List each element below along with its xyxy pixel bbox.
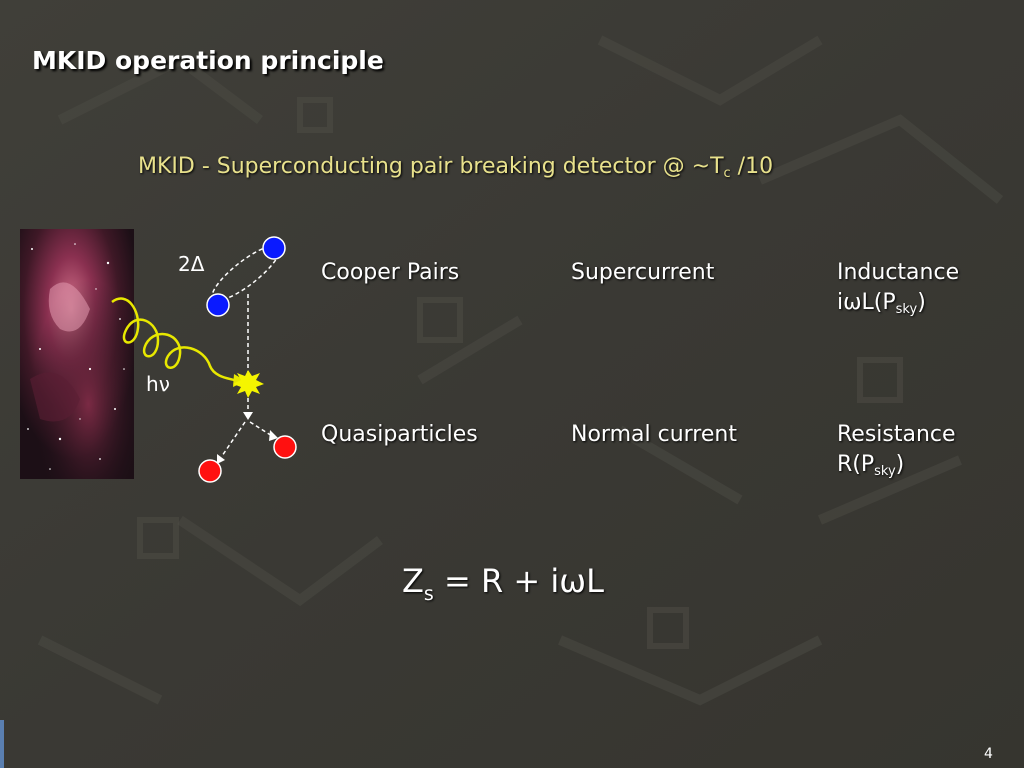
equation-lhs-sub: s	[423, 583, 434, 605]
absorption-burst-icon	[233, 370, 264, 398]
photon-wave	[111, 297, 235, 382]
row2-resistance: Resistance R(Psky)	[837, 420, 956, 487]
inductance-formula-post: )	[917, 290, 926, 315]
page-number: 4	[984, 746, 993, 762]
photon-label: hν	[146, 372, 170, 396]
slide-title: MKID operation principle	[32, 46, 384, 75]
resistance-formula: R(Psky)	[837, 450, 956, 487]
inductance-label: Inductance	[837, 260, 960, 285]
slide-subtitle: MKID - Superconducting pair breaking det…	[138, 154, 773, 181]
resistance-formula-pre: R(P	[837, 452, 875, 477]
subtitle-text: MKID - Superconducting pair breaking det…	[138, 154, 724, 179]
equation-lhs: Z	[402, 562, 424, 600]
photon-label-h: h	[146, 372, 159, 396]
equation-rhs: = R + iωL	[433, 562, 604, 600]
left-accent-bar	[0, 720, 4, 768]
resistance-label: Resistance	[837, 422, 956, 447]
row1-cooper-pairs: Cooper Pairs	[321, 260, 460, 285]
inductance-formula-pre: iωL(P	[837, 290, 896, 315]
impedance-equation: Zs = R + iωL	[402, 562, 604, 605]
subtitle-tail: /10	[730, 154, 774, 179]
cooper-electron-top	[262, 236, 286, 260]
row2-normal-current: Normal current	[571, 422, 737, 447]
row1-inductance: Inductance iωL(Psky)	[837, 258, 959, 325]
photon-label-nu: ν	[158, 372, 170, 396]
row2-quasiparticles: Quasiparticles	[321, 422, 478, 447]
resistance-formula-post: )	[895, 452, 905, 477]
inductance-formula: iωL(Psky)	[837, 288, 959, 325]
quasiparticle-path-left	[221, 421, 246, 457]
inductance-formula-sub: sky	[895, 302, 918, 317]
row1-supercurrent: Supercurrent	[571, 260, 715, 285]
quasiparticle-left	[198, 459, 222, 483]
pair-breaking-diagram	[111, 236, 297, 483]
resistance-formula-sub: sky	[874, 464, 896, 479]
nebula-image	[20, 229, 134, 479]
subtitle-subscript: c	[723, 166, 731, 181]
quasiparticle-path-right	[249, 421, 273, 437]
cooper-electron-bottom	[206, 293, 230, 317]
energy-gap-label: 2Δ	[178, 252, 205, 276]
quasiparticle-right	[273, 435, 297, 459]
